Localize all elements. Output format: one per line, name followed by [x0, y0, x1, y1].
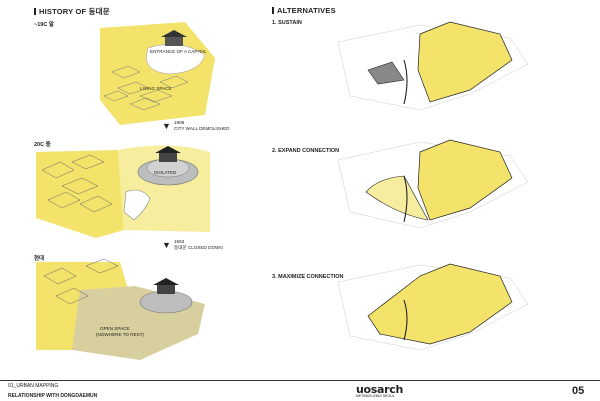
- history-title-text: HISTORY OF 동대문: [39, 7, 110, 16]
- drawings: [36, 21, 529, 360]
- down-arrow-icon: ▼: [162, 240, 171, 250]
- history-title: HISTORY OF 동대문: [34, 6, 110, 17]
- alternatives-title-text: ALTERNATIVES: [277, 6, 336, 15]
- page-number: 05: [572, 385, 585, 397]
- alt3-drawing: [337, 263, 529, 351]
- event-1908: 1908 CITY WALL DEMOLISHED: [174, 120, 229, 131]
- event-text: 동대문 CLOSED DOWN: [174, 244, 223, 250]
- label-isolated: ISOLATED: [154, 170, 177, 175]
- event-1963: 1963 동대문 CLOSED DOWN: [174, 239, 223, 250]
- footer-subtitle: RELATIONSHIP WITH DONGDAEMUN: [8, 393, 98, 399]
- event-year: 1908: [174, 120, 185, 125]
- title-bar: [272, 7, 274, 14]
- footer-section: 01_URBAN MAPPING: [8, 383, 59, 389]
- label-living: LIVING SPACE: [140, 86, 172, 91]
- event-year: 1963: [174, 239, 185, 244]
- alt1-drawing: [337, 21, 529, 111]
- down-arrow-icon: ▼: [162, 121, 171, 131]
- footer-bar: [0, 380, 600, 401]
- alt2-drawing: [337, 139, 529, 229]
- alternative-2: 2. EXPAND CONNECTION: [272, 148, 340, 154]
- era-label-3: 현대: [34, 256, 45, 262]
- logo: uosarch: [356, 383, 404, 396]
- era3-drawing: [36, 258, 205, 360]
- label-nowhere: (NOWHERE TO REST): [96, 332, 145, 337]
- alternative-1: 1. SUSTAIN: [272, 20, 302, 26]
- era-label-2: 20C 중: [34, 142, 51, 148]
- era-label-1: ~19C 말: [34, 22, 54, 28]
- title-bar: [34, 8, 36, 15]
- alternatives-title: ALTERNATIVES: [272, 6, 336, 15]
- era1-drawing: [100, 22, 215, 125]
- logo-subtitle: METABOLIZING SEOUL: [356, 394, 395, 398]
- alternative-3: 3. MAXIMIZE CONNECTION: [272, 274, 344, 280]
- label-entrance: ENTRANCE OF A CAPITAL: [150, 49, 207, 54]
- label-open-space: OPEN SPACE: [100, 326, 130, 331]
- era2-drawing: [36, 145, 210, 238]
- event-text: CITY WALL DEMOLISHED: [174, 125, 230, 131]
